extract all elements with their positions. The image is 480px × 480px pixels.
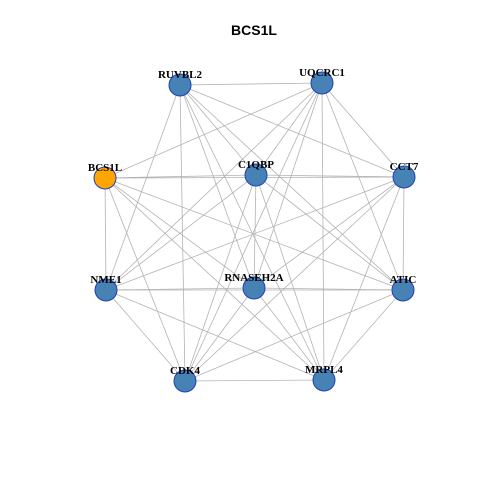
node-label: NME1 — [90, 274, 121, 286]
edge-cct7-cdk4 — [184, 176, 405, 382]
edge-nme1-cdk4 — [105, 289, 186, 382]
node-cct7[interactable]: CCT7 — [390, 161, 419, 189]
node-label: CCT7 — [390, 161, 419, 173]
edge-rnaseh2a-atic — [253, 287, 404, 291]
edge-ruvbl2-atic — [179, 84, 404, 291]
edge-ruvbl2-cct7 — [179, 84, 405, 178]
node-label: UQCRC1 — [299, 67, 345, 79]
edge-uqcrc1-c1qbp — [255, 82, 323, 176]
node-circle[interactable] — [94, 278, 118, 302]
node-label: CDK4 — [170, 365, 200, 377]
edge-cdk4-mrpl4 — [184, 379, 325, 382]
edge-bcs1l-c1qbp — [104, 174, 257, 179]
node-label: C1QBP — [238, 159, 274, 171]
edge-uqcrc1-atic — [321, 82, 404, 291]
edge-bcs1l-mrpl4 — [104, 177, 325, 381]
edge-cct7-nme1 — [105, 176, 405, 291]
edge-cct7-atic — [402, 176, 405, 291]
node-atic[interactable]: ATIC — [390, 274, 417, 302]
node-cdk4[interactable]: CDK4 — [170, 365, 200, 393]
edge-c1qbp-cct7 — [255, 174, 405, 178]
edge-ruvbl2-cdk4 — [179, 84, 186, 382]
node-label: MRPL4 — [305, 364, 343, 376]
edge-bcs1l-nme1 — [104, 177, 107, 291]
node-nme1[interactable]: NME1 — [90, 274, 122, 302]
node-mrpl4[interactable]: MRPL4 — [305, 364, 343, 392]
edge-bcs1l-rnaseh2a — [104, 177, 255, 289]
edge-bcs1l-cdk4 — [104, 177, 186, 382]
node-uqcrc1[interactable]: UQCRC1 — [299, 67, 345, 95]
edge-ruvbl2-uqcrc1 — [179, 82, 323, 86]
edge-uqcrc1-rnaseh2a — [253, 82, 323, 289]
node-circle[interactable] — [310, 71, 334, 95]
edge-atic-mrpl4 — [323, 289, 404, 381]
node-label: RNASEH2A — [224, 272, 283, 284]
edge-cct7-rnaseh2a — [253, 176, 405, 289]
node-circle[interactable] — [168, 73, 192, 97]
node-label: RUVBL2 — [158, 69, 203, 81]
edge-uqcrc1-nme1 — [105, 82, 323, 291]
graph-title: BCS1L — [231, 22, 277, 38]
edge-rnaseh2a-mrpl4 — [253, 287, 325, 381]
edge-ruvbl2-nme1 — [105, 84, 181, 291]
node-circle[interactable] — [93, 166, 117, 190]
node-circle[interactable] — [391, 278, 415, 302]
node-label: ATIC — [390, 274, 417, 286]
node-circle[interactable] — [173, 369, 197, 393]
node-circle[interactable] — [392, 165, 416, 189]
edge-cct7-mrpl4 — [323, 176, 405, 381]
node-ruvbl2[interactable]: RUVBL2 — [158, 69, 203, 97]
edge-uqcrc1-cdk4 — [184, 82, 323, 382]
edge-c1qbp-rnaseh2a — [253, 174, 257, 289]
edge-layer — [104, 82, 405, 382]
edge-ruvbl2-mrpl4 — [179, 84, 325, 381]
edge-uqcrc1-mrpl4 — [321, 82, 325, 381]
edge-rnaseh2a-cdk4 — [184, 287, 255, 382]
edge-c1qbp-mrpl4 — [255, 174, 325, 381]
edge-ruvbl2-rnaseh2a — [179, 84, 255, 289]
edge-c1qbp-nme1 — [105, 174, 257, 291]
node-circle[interactable] — [244, 163, 268, 187]
node-bcs1l[interactable]: BCS1L — [88, 162, 122, 190]
edge-c1qbp-cdk4 — [184, 174, 257, 382]
edge-atic-cdk4 — [184, 289, 404, 382]
node-circle[interactable] — [312, 368, 336, 392]
edge-uqcrc1-bcs1l — [104, 82, 323, 179]
node-c1qbp[interactable]: C1QBP — [238, 159, 274, 187]
node-circle[interactable] — [242, 276, 266, 300]
node-label: BCS1L — [88, 162, 122, 174]
edge-uqcrc1-cct7 — [321, 82, 405, 178]
edge-nme1-mrpl4 — [105, 289, 325, 381]
node-rnaseh2a[interactable]: RNASEH2A — [224, 272, 284, 300]
edge-ruvbl2-c1qbp — [179, 84, 257, 176]
